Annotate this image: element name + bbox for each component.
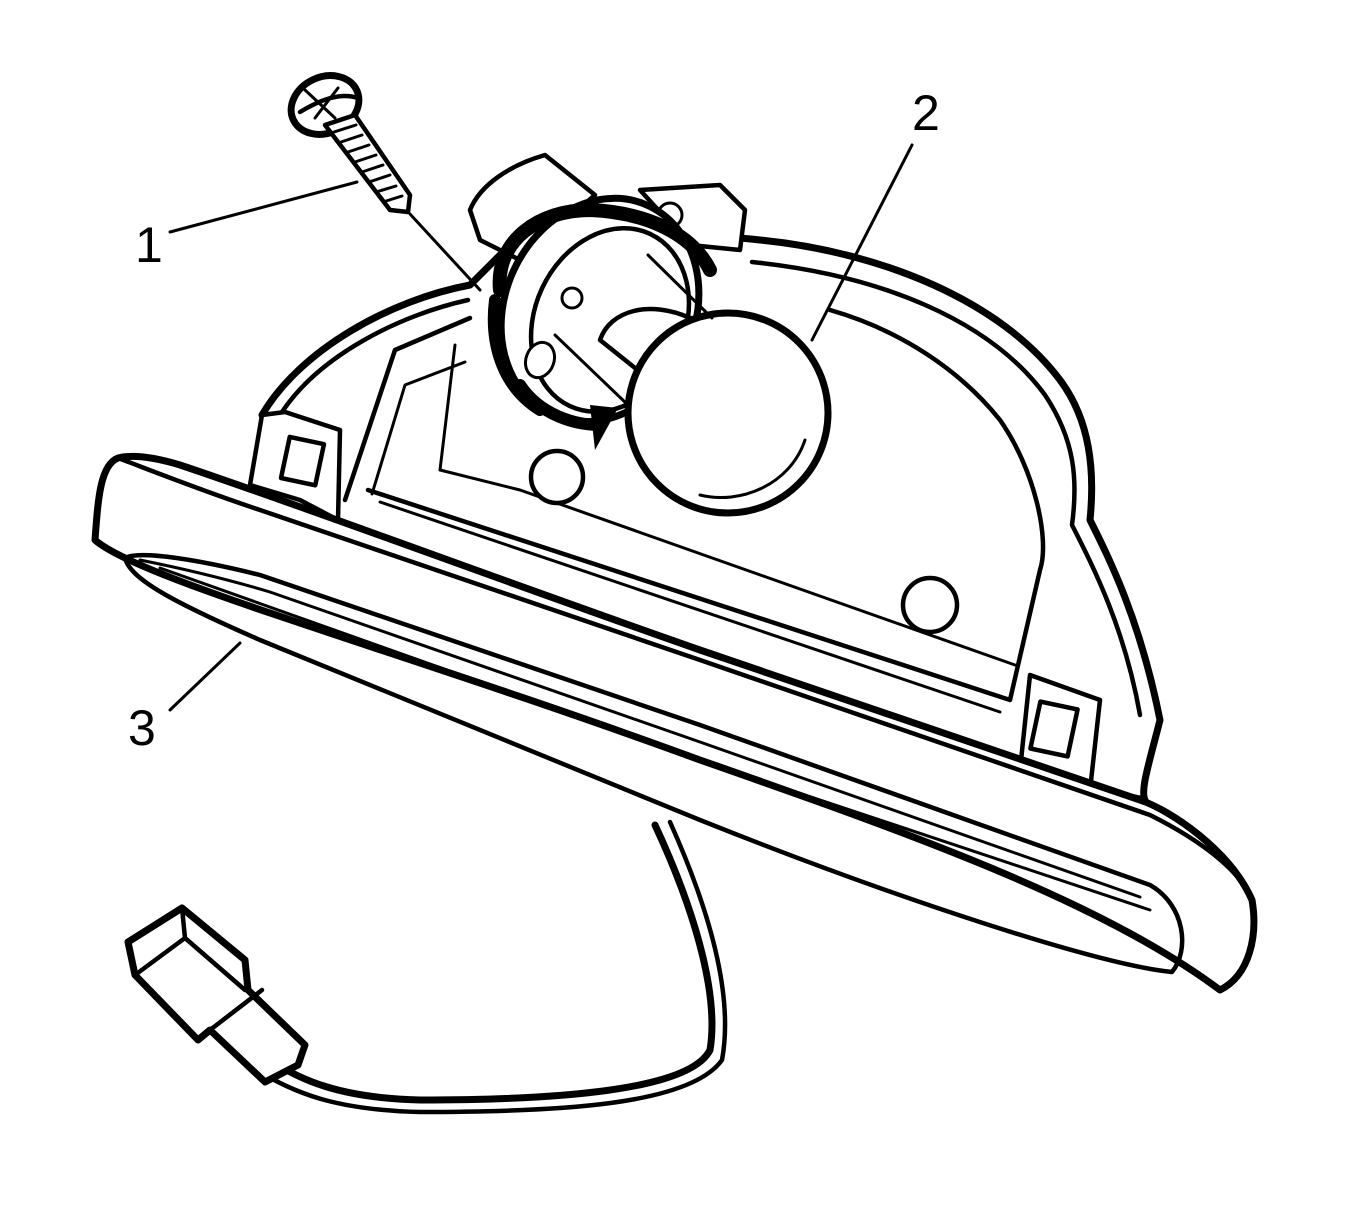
screw [287,72,413,215]
wire-harness [262,819,728,1115]
leader-line-1 [168,180,359,234]
leader-line-2 [810,143,914,342]
callout-1: 1 [135,217,163,273]
electrical-connector [124,904,309,1086]
leader-line-3 [168,641,242,712]
callout-3: 3 [128,700,156,756]
right-clip [1017,672,1103,793]
lamp-housing [258,232,1164,804]
bulb [553,253,832,517]
leader-line-1-axis [408,212,482,292]
leader-lines [168,143,914,712]
callout-2: 2 [912,85,940,141]
lens-bezel [91,453,1258,994]
